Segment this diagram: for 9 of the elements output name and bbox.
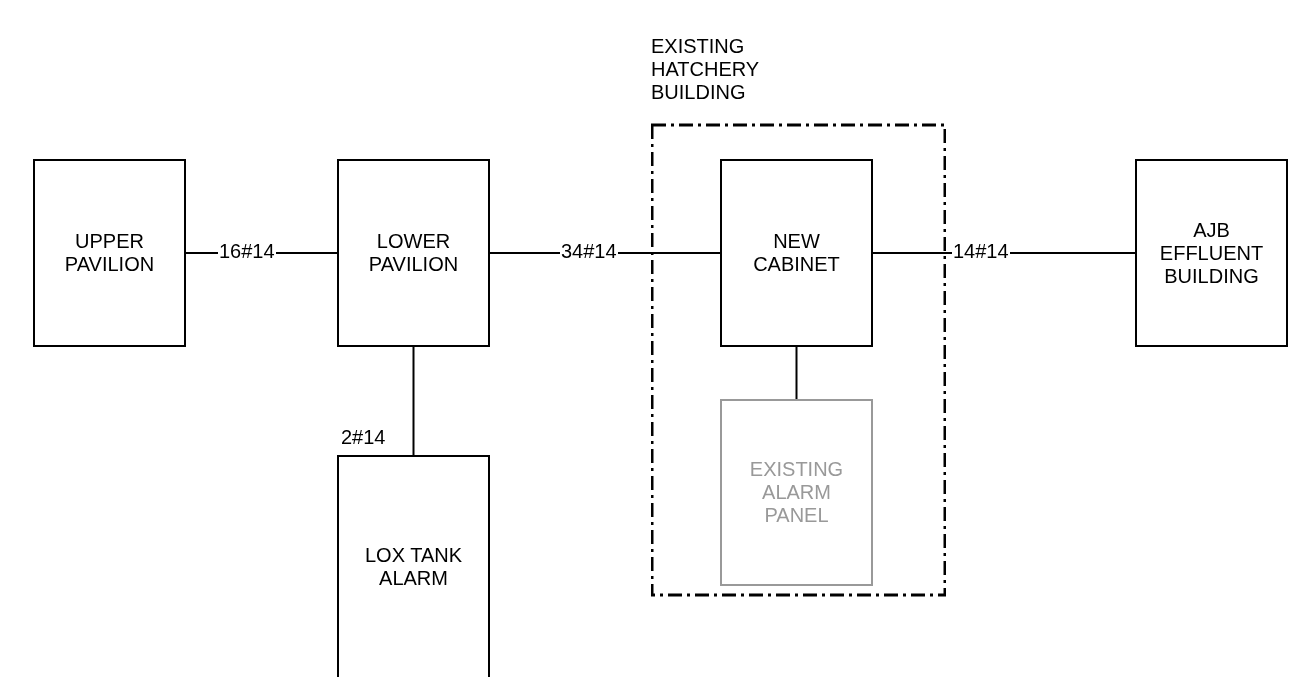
equipment-box: UPPER PAVILION bbox=[33, 159, 186, 347]
cable-line bbox=[795, 346, 798, 400]
equipment-box: AJB EFFLUENT BUILDING bbox=[1135, 159, 1288, 347]
equipment-box: EXISTING ALARM PANEL bbox=[720, 399, 873, 586]
building-label: EXISTING HATCHERY BUILDING bbox=[651, 35, 760, 104]
cable-line bbox=[412, 346, 415, 456]
equipment-box: NEW CABINET bbox=[720, 159, 873, 347]
equipment-box: LOWER PAVILION bbox=[337, 159, 490, 347]
equipment-box: LOX TANK ALARM bbox=[337, 455, 490, 677]
